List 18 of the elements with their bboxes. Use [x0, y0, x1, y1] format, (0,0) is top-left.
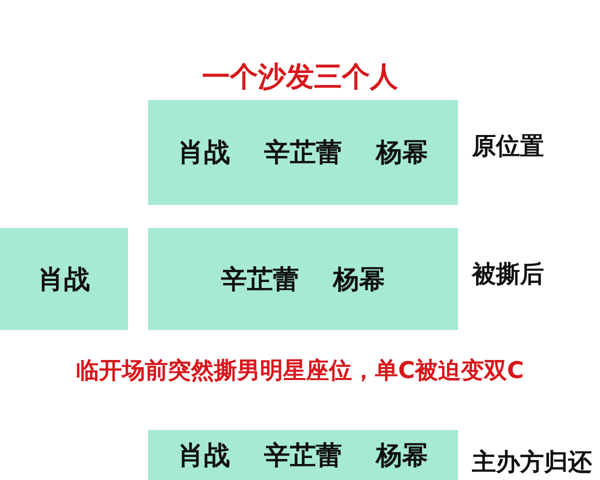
name-text: 肖战 [178, 440, 230, 472]
sofa-box [0, 228, 128, 330]
name-text: 杨幂 [376, 137, 428, 170]
name-text: 杨幂 [333, 264, 385, 296]
sofa-box [148, 430, 458, 480]
name-text: 辛芷蕾 [221, 264, 299, 296]
name-text: 肖战 [178, 137, 230, 170]
name-text: 辛芷蕾 [264, 440, 342, 472]
name-text: 杨幂 [376, 440, 428, 472]
row-caption: 被撕后 [472, 259, 544, 290]
row-caption: 主办方归还 [472, 447, 592, 478]
sofa-box [148, 228, 458, 330]
name-text: 肖战 [38, 264, 90, 296]
row-caption: 原位置 [472, 131, 544, 162]
name-text: 辛芷蕾 [264, 137, 342, 170]
note-text: 临开场前突然撕男明星座位，单C被迫变双C [75, 357, 525, 386]
title: 一个沙发三个人 [201, 59, 399, 95]
sofa-box [148, 100, 458, 205]
